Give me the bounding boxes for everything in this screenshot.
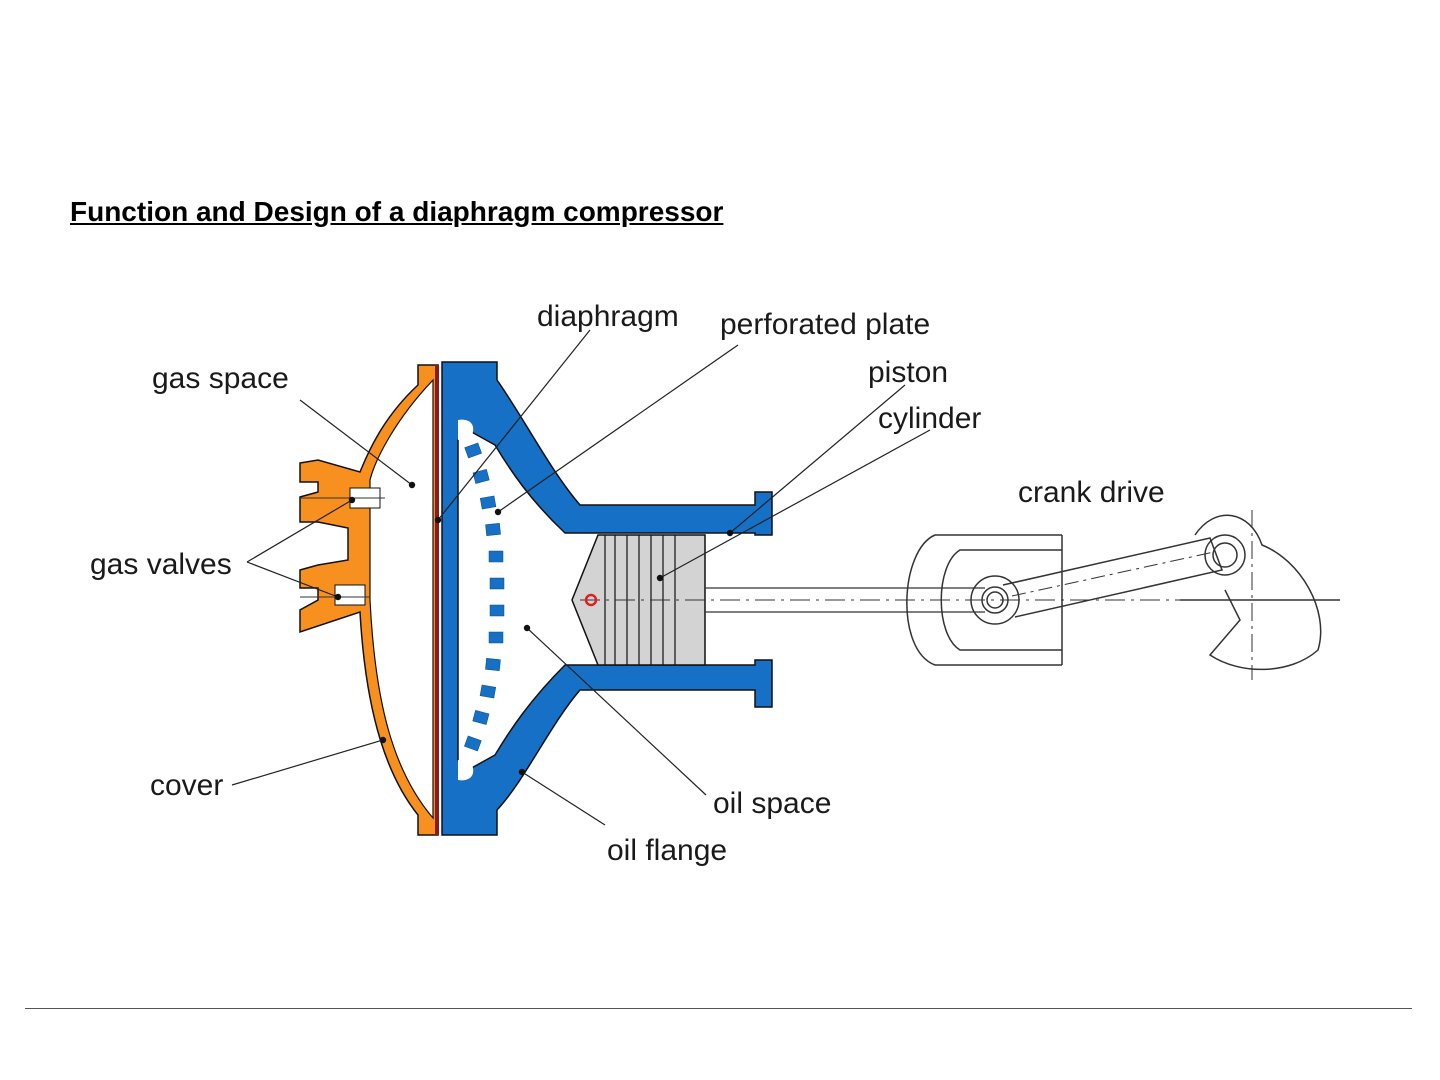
- label-crank-drive: crank drive: [1018, 476, 1165, 509]
- piston-body: [571, 534, 706, 666]
- label-oil-flange: oil flange: [607, 834, 727, 867]
- crosshead: [906, 534, 1063, 666]
- page-title: Function and Design of a diaphragm compr…: [70, 196, 724, 227]
- label-gas-space: gas space: [152, 362, 289, 395]
- label-perforated-plate: perforated plate: [720, 308, 930, 341]
- oil-flange-body: [441, 361, 773, 836]
- label-oil-space: oil space: [713, 787, 831, 820]
- label-cover: cover: [150, 769, 223, 802]
- label-piston: piston: [868, 356, 948, 389]
- leader-dots: [334, 481, 734, 776]
- label-cylinder: cylinder: [878, 402, 981, 435]
- footer-divider: [25, 1008, 1412, 1009]
- perforated-plate: [464, 442, 505, 752]
- crank-drive-mechanism: [970, 510, 1340, 680]
- red-pointer-icon: [584, 593, 598, 607]
- label-diaphragm: diaphragm: [537, 300, 679, 333]
- leader-lines: [231, 329, 931, 826]
- label-gas-valves: gas valves: [90, 548, 232, 581]
- cover-body: [299, 364, 439, 836]
